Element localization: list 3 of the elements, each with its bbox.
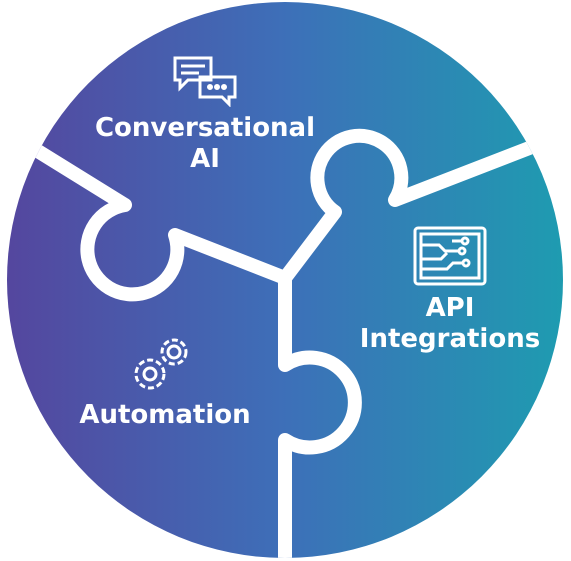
piece-label: API Integrations (358, 293, 542, 356)
piece-label: Automation (79, 400, 251, 432)
piece-label: Conversational AI (94, 113, 316, 176)
